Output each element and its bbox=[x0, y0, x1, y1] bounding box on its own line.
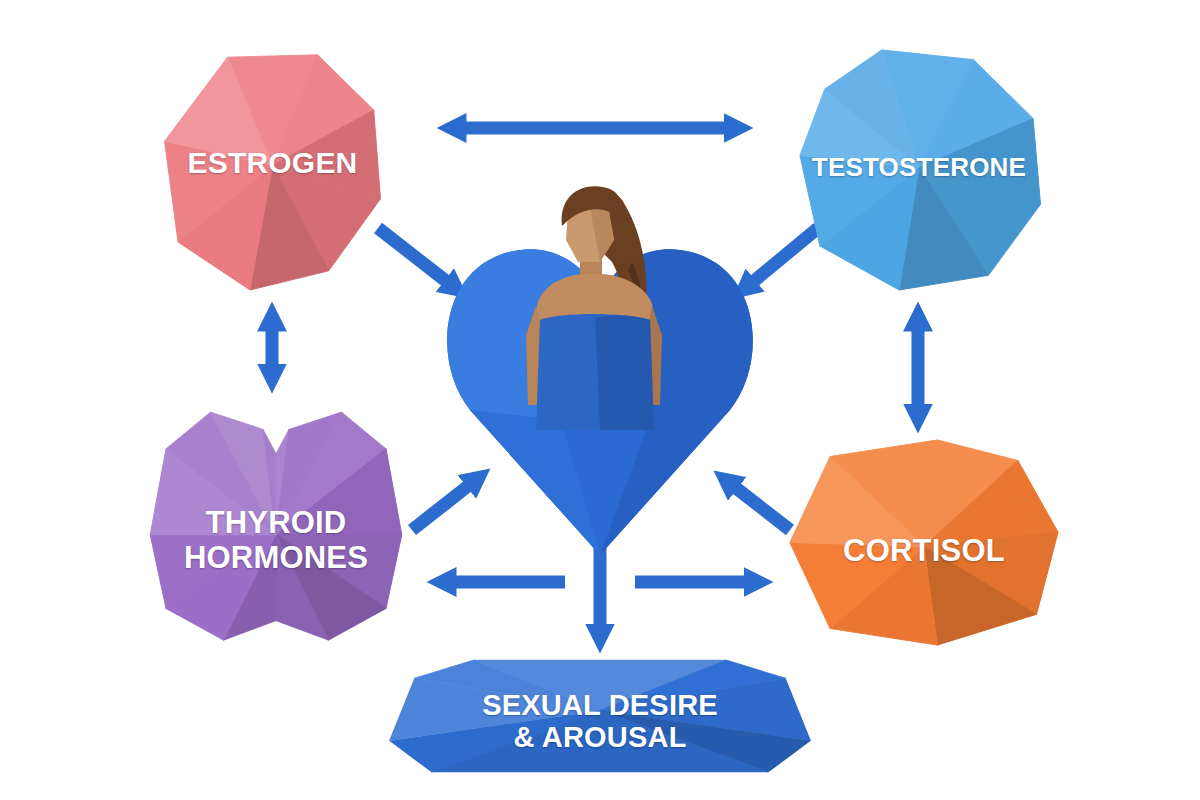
hair-top bbox=[562, 186, 625, 226]
heart-shape bbox=[447, 249, 753, 555]
influence-arrows bbox=[378, 228, 818, 625]
double-arrow bbox=[266, 330, 279, 365]
hormone-node: THYROID HORMONES bbox=[145, 400, 407, 645]
shape-facet bbox=[825, 50, 919, 168]
node-label: ESTROGEN bbox=[188, 146, 358, 180]
text-group: ESTROGEN bbox=[168, 146, 378, 180]
text-group: THYROID HORMONES bbox=[166, 505, 386, 575]
text-group: SEXUAL DESIRE & AROUSAL bbox=[480, 689, 720, 755]
arrow bbox=[736, 488, 790, 530]
double-arrow bbox=[465, 122, 725, 135]
face-facet bbox=[590, 206, 614, 262]
arrow bbox=[754, 228, 818, 281]
dress bbox=[536, 314, 654, 430]
heart-facet bbox=[470, 410, 600, 555]
text-group: TESTOSTERONE bbox=[799, 153, 1039, 182]
arrow bbox=[412, 486, 468, 530]
hormone-node: ESTROGEN bbox=[160, 50, 385, 290]
node-label: TESTOSTERONE bbox=[812, 153, 1026, 182]
hormone-node: TESTOSTERONE bbox=[795, 45, 1043, 290]
arrow bbox=[635, 576, 745, 589]
node-label: THYROID HORMONES bbox=[166, 505, 386, 575]
text-group: CORTISOL bbox=[799, 533, 1049, 568]
heart bbox=[447, 249, 753, 555]
arrow bbox=[455, 576, 565, 589]
shape-facet bbox=[790, 456, 924, 546]
woman-figure bbox=[526, 186, 662, 430]
hormone-node: SEXUAL DESIRE & AROUSAL bbox=[390, 660, 810, 772]
arrow bbox=[378, 228, 446, 281]
dress-facet bbox=[595, 316, 654, 430]
double-arrow bbox=[912, 330, 925, 405]
node-label: CORTISOL bbox=[843, 533, 1005, 568]
node-label: SEXUAL DESIRE & AROUSAL bbox=[480, 689, 720, 755]
hormone-node: CORTISOL bbox=[790, 440, 1058, 645]
